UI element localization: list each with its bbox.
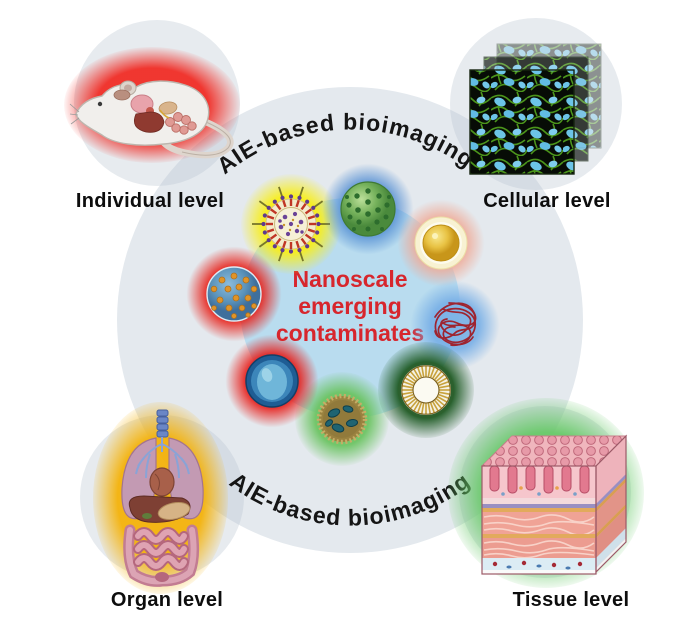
blue-vesicle-nanoparticle-icon bbox=[244, 353, 300, 409]
liposome-ring-particle-icon bbox=[396, 360, 456, 420]
spiky-micelle-particle-icon bbox=[249, 182, 333, 266]
center-caption-line2: emerging bbox=[298, 293, 402, 319]
micrograph-front bbox=[469, 69, 575, 175]
blue-orange-dot-nanosphere-icon bbox=[205, 265, 263, 323]
cell-micrograph-stack-icon bbox=[455, 28, 625, 198]
mouse-illustration bbox=[69, 52, 240, 160]
tissue-level-label: Tissue level bbox=[512, 589, 630, 611]
organ-level-label: Organ level bbox=[110, 589, 224, 611]
spotted-olive-nanoparticle-icon bbox=[314, 391, 370, 447]
gold-nanoparticle-icon bbox=[413, 215, 469, 271]
green-dotted-nanosphere-icon bbox=[338, 179, 398, 239]
cellular-level-label: Cellular level bbox=[483, 190, 611, 212]
polymer-tangle-nanoparticle-icon bbox=[427, 297, 483, 353]
tissue-block-illustration bbox=[468, 424, 628, 579]
individual-level-label: Individual level bbox=[75, 190, 225, 212]
organs-illustration bbox=[100, 408, 225, 587]
